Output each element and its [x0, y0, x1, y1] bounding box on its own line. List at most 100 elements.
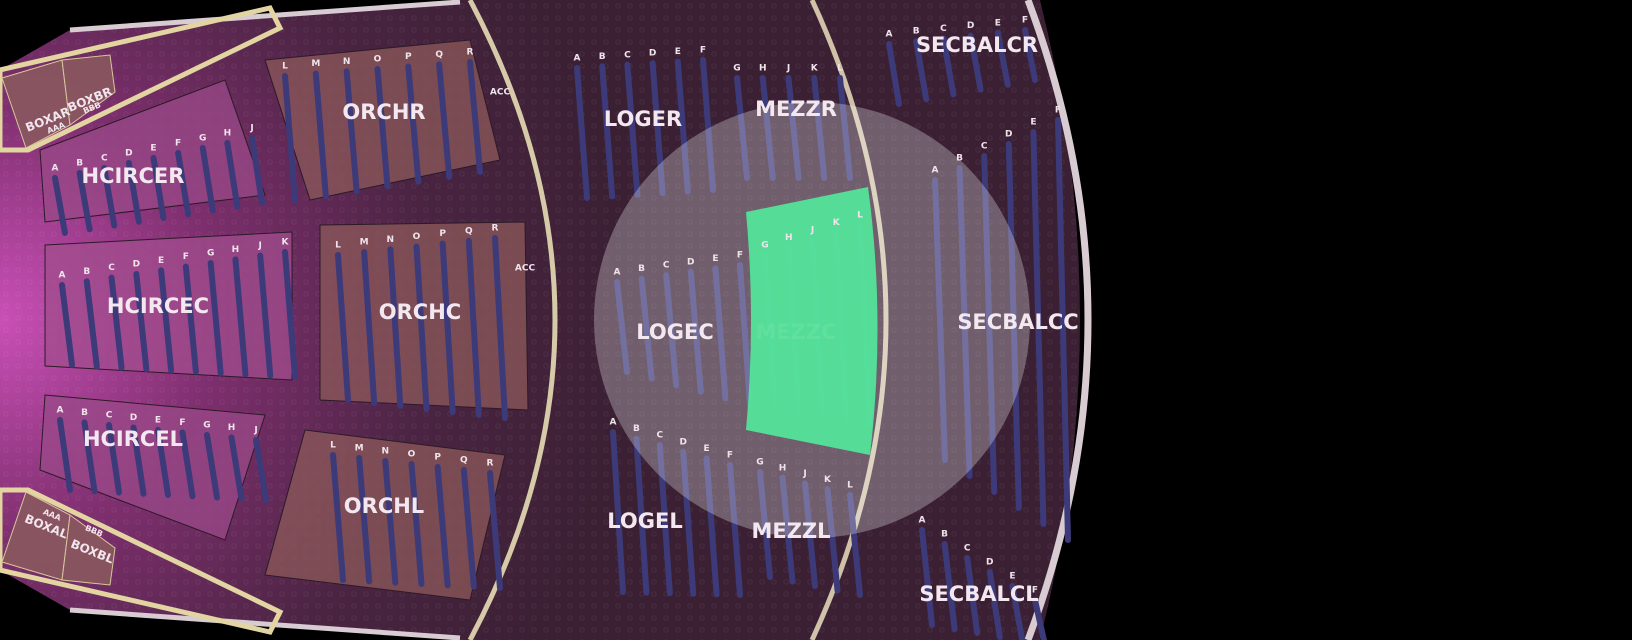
- seat-row-bar[interactable]: [330, 452, 346, 583]
- seat-row-bar[interactable]: [125, 160, 142, 225]
- seat-row-bar[interactable]: [700, 57, 716, 193]
- seat-row-bar[interactable]: [932, 177, 948, 463]
- seat-row-bar[interactable]: [155, 427, 171, 498]
- seat-row-bar[interactable]: [253, 437, 269, 503]
- seat-row-bar[interactable]: [59, 282, 75, 368]
- seat-row-bar[interactable]: [633, 435, 650, 596]
- seat-row-bar[interactable]: [76, 170, 93, 233]
- seat-row-bar[interactable]: [847, 492, 863, 598]
- seat-row-bar[interactable]: [158, 267, 175, 374]
- seat-row-bar[interactable]: [811, 75, 828, 181]
- seat-row-bar[interactable]: [249, 135, 265, 206]
- seat-row-bar[interactable]: [467, 59, 483, 175]
- seat-row-bar[interactable]: [1032, 597, 1047, 640]
- seat-row-bar[interactable]: [779, 474, 796, 585]
- seat-row-bar[interactable]: [405, 63, 422, 185]
- seat-row-bar[interactable]: [759, 75, 776, 181]
- seat-row-bar[interactable]: [967, 32, 984, 93]
- section-secbalcl[interactable]: [919, 527, 1047, 640]
- seat-row-bar[interactable]: [130, 424, 147, 497]
- seat-row-bar[interactable]: [413, 243, 430, 412]
- seat-row-bar[interactable]: [408, 461, 425, 587]
- seat-row-bar[interactable]: [150, 155, 167, 221]
- section-logec[interactable]: [614, 262, 753, 408]
- section-orchl[interactable]: [264, 429, 506, 601]
- seat-row-bar[interactable]: [228, 434, 245, 502]
- section-orchc[interactable]: [319, 221, 529, 421]
- seat-row-bar[interactable]: [101, 165, 118, 229]
- seat-row-bar[interactable]: [282, 73, 298, 204]
- section-orchr[interactable]: [264, 39, 501, 204]
- seat-row-bar[interactable]: [487, 470, 503, 591]
- seat-row-bar[interactable]: [956, 165, 973, 479]
- seat-row-bar[interactable]: [824, 486, 841, 594]
- section-boxbl[interactable]: [61, 514, 116, 586]
- seat-row-bar[interactable]: [1030, 129, 1047, 527]
- seat-row-bar[interactable]: [343, 68, 360, 195]
- seat-row-bar[interactable]: [232, 256, 249, 378]
- section-logel[interactable]: [610, 429, 743, 598]
- seat-row-bar[interactable]: [994, 29, 1011, 88]
- seat-row-bar[interactable]: [1022, 27, 1038, 83]
- seat-row-bar[interactable]: [83, 278, 100, 370]
- selected-section-MEZZC[interactable]: [746, 187, 878, 455]
- seat-row-bar[interactable]: [361, 249, 378, 406]
- seat-row-bar[interactable]: [638, 275, 655, 382]
- seat-row-bar[interactable]: [108, 274, 125, 371]
- seat-row-bar[interactable]: [703, 455, 720, 598]
- seat-row-bar[interactable]: [312, 70, 329, 200]
- seat-row-bar[interactable]: [52, 175, 68, 236]
- seat-row-bar[interactable]: [106, 422, 122, 496]
- seat-row-bar[interactable]: [599, 63, 616, 200]
- seat-row-bar[interactable]: [1005, 141, 1022, 511]
- seat-row-bar[interactable]: [387, 246, 404, 409]
- section-mezzl[interactable]: [757, 469, 863, 598]
- seat-row-bar[interactable]: [919, 527, 935, 628]
- seat-row-bar[interactable]: [282, 249, 298, 380]
- seat-row-bar[interactable]: [57, 417, 73, 493]
- seat-row-bar[interactable]: [460, 467, 477, 590]
- seat-row-bar[interactable]: [802, 480, 818, 589]
- section-secbalcr[interactable]: [886, 27, 1038, 107]
- seat-row-bar[interactable]: [837, 75, 853, 181]
- seat-row-bar[interactable]: [574, 65, 590, 201]
- seat-row-bar[interactable]: [727, 462, 743, 598]
- seat-row-bar[interactable]: [374, 66, 391, 190]
- seat-row-bar[interactable]: [257, 252, 274, 379]
- seat-row-bar[interactable]: [913, 38, 930, 103]
- seat-row-bar[interactable]: [199, 145, 216, 214]
- seat-row-bar[interactable]: [356, 455, 373, 585]
- seat-row-bar[interactable]: [785, 75, 802, 181]
- seat-row-bar[interactable]: [712, 265, 729, 402]
- seat-row-bar[interactable]: [436, 61, 453, 180]
- seat-row-bar[interactable]: [610, 429, 626, 595]
- section-hcircel[interactable]: [39, 394, 269, 541]
- section-hcircer[interactable]: [39, 79, 266, 236]
- seat-row-bar[interactable]: [674, 58, 691, 195]
- seat-row-bar[interactable]: [204, 432, 220, 501]
- section-secbalcc[interactable]: [932, 117, 1071, 543]
- seat-row-bar[interactable]: [964, 555, 981, 636]
- seat-row-bar[interactable]: [382, 458, 399, 586]
- seat-row-bar[interactable]: [81, 419, 98, 495]
- seat-row-bar[interactable]: [649, 60, 666, 197]
- seat-row-bar[interactable]: [1009, 583, 1026, 640]
- seat-row-bar[interactable]: [757, 469, 773, 580]
- seat-row-bar[interactable]: [734, 75, 750, 181]
- seat-row-bar[interactable]: [439, 240, 456, 415]
- section-loger[interactable]: [574, 57, 716, 201]
- section-hcircec[interactable]: [44, 231, 298, 381]
- seat-row-bar[interactable]: [737, 262, 753, 408]
- seat-row-bar[interactable]: [663, 272, 680, 389]
- seat-row-bar[interactable]: [224, 140, 241, 210]
- seat-row-bar[interactable]: [465, 237, 482, 418]
- seat-row-bar[interactable]: [182, 263, 199, 375]
- seat-row-bar[interactable]: [624, 61, 641, 198]
- seat-row-bar[interactable]: [986, 569, 1003, 640]
- section-boxbr[interactable]: [61, 54, 116, 126]
- seat-row-bar[interactable]: [886, 41, 902, 107]
- seat-row-bar[interactable]: [1055, 117, 1071, 543]
- section-mezzr[interactable]: [734, 75, 853, 181]
- seat-row-bar[interactable]: [614, 279, 630, 375]
- seat-row-bar[interactable]: [335, 252, 351, 403]
